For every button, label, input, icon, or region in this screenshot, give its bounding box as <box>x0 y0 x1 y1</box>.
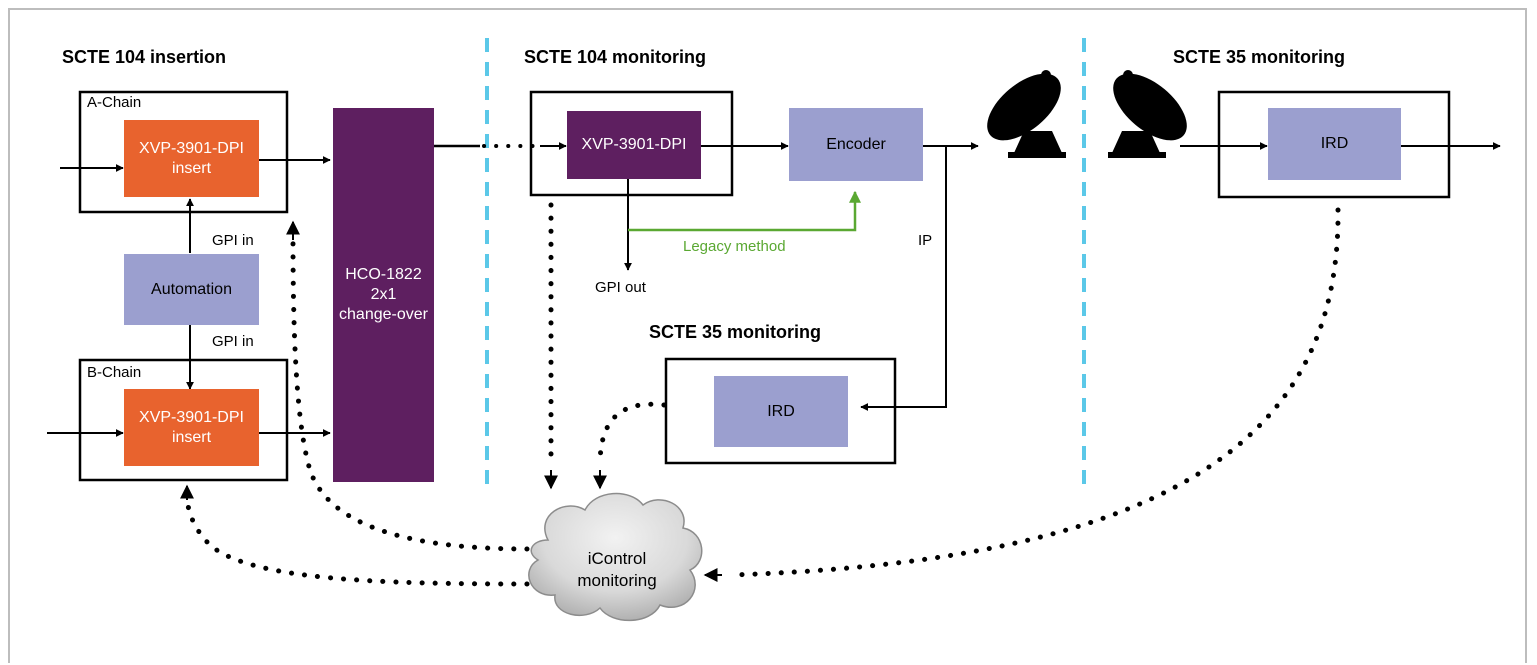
satellite-dish-icon <box>1108 70 1187 158</box>
cloud-icon <box>528 492 703 622</box>
a-chain-device[interactable]: XVP-3901-DPI insert <box>124 120 259 197</box>
gpi-in-top-label: GPI in <box>212 232 254 249</box>
b-chain-box <box>78 358 289 482</box>
changeover-line3: change-over <box>339 306 428 323</box>
dotted-ird-right <box>727 207 1341 578</box>
arrow-ip <box>860 145 947 411</box>
dotted-a-chain <box>290 232 530 552</box>
a-chain-device-name: XVP-3901-DPI <box>139 139 244 157</box>
gpi-out-label: GPI out <box>595 279 646 296</box>
gpi-in-bottom-label: GPI in <box>212 333 254 350</box>
ird-right-box <box>1217 90 1451 199</box>
ird-mid-box <box>664 357 897 465</box>
monitoring104-heading: SCTE 104 monitoring <box>524 47 707 67</box>
encoder-box[interactable]: Encoder <box>789 108 923 181</box>
a-chain-label: A-Chain <box>87 94 142 111</box>
ird-mid-box-device[interactable]: IRD <box>714 376 848 447</box>
satellite-dish-icon <box>987 70 1066 158</box>
monitoring35-heading: SCTE 35 monitoring <box>1173 47 1346 67</box>
b-chain-label: B-Chain <box>87 364 142 381</box>
a-chain-device-sub: insert <box>171 159 212 177</box>
monitoring35-mid-heading: SCTE 35 monitoring <box>649 322 822 342</box>
automation-box[interactable]: Automation <box>124 254 259 325</box>
b-chain-device[interactable]: XVP-3901-DPI insert <box>124 389 259 466</box>
arrow-legacy <box>628 190 861 232</box>
a-chain-box <box>78 90 289 214</box>
diagram-frame <box>8 8 1527 663</box>
dotted-b-chain <box>184 492 530 587</box>
insertion-heading: SCTE 104 insertion <box>62 47 227 67</box>
changeover-line1: HCO-1822 <box>345 266 422 283</box>
monitor-dpi-box <box>529 90 734 197</box>
ip-label: IP <box>918 232 933 249</box>
b-chain-device-sub: insert <box>171 428 212 446</box>
b-chain-device-name: XVP-3901-DPI <box>139 408 244 426</box>
dotted-ird-mid <box>597 401 667 468</box>
changeover-line2: 2x1 <box>370 286 397 303</box>
monitor-dpi-device[interactable]: XVP-3901-DPI <box>567 111 701 179</box>
legacy-method-label: Legacy method <box>683 238 786 255</box>
changeover-box[interactable]: HCO-1822 2x1 change-over <box>333 108 434 482</box>
ird-right-box-device[interactable]: IRD <box>1268 108 1401 180</box>
icontrol-line1: iControl <box>587 549 647 568</box>
icontrol-label[interactable]: iControl monitoring <box>550 545 684 595</box>
icontrol-line2: monitoring <box>577 571 657 590</box>
